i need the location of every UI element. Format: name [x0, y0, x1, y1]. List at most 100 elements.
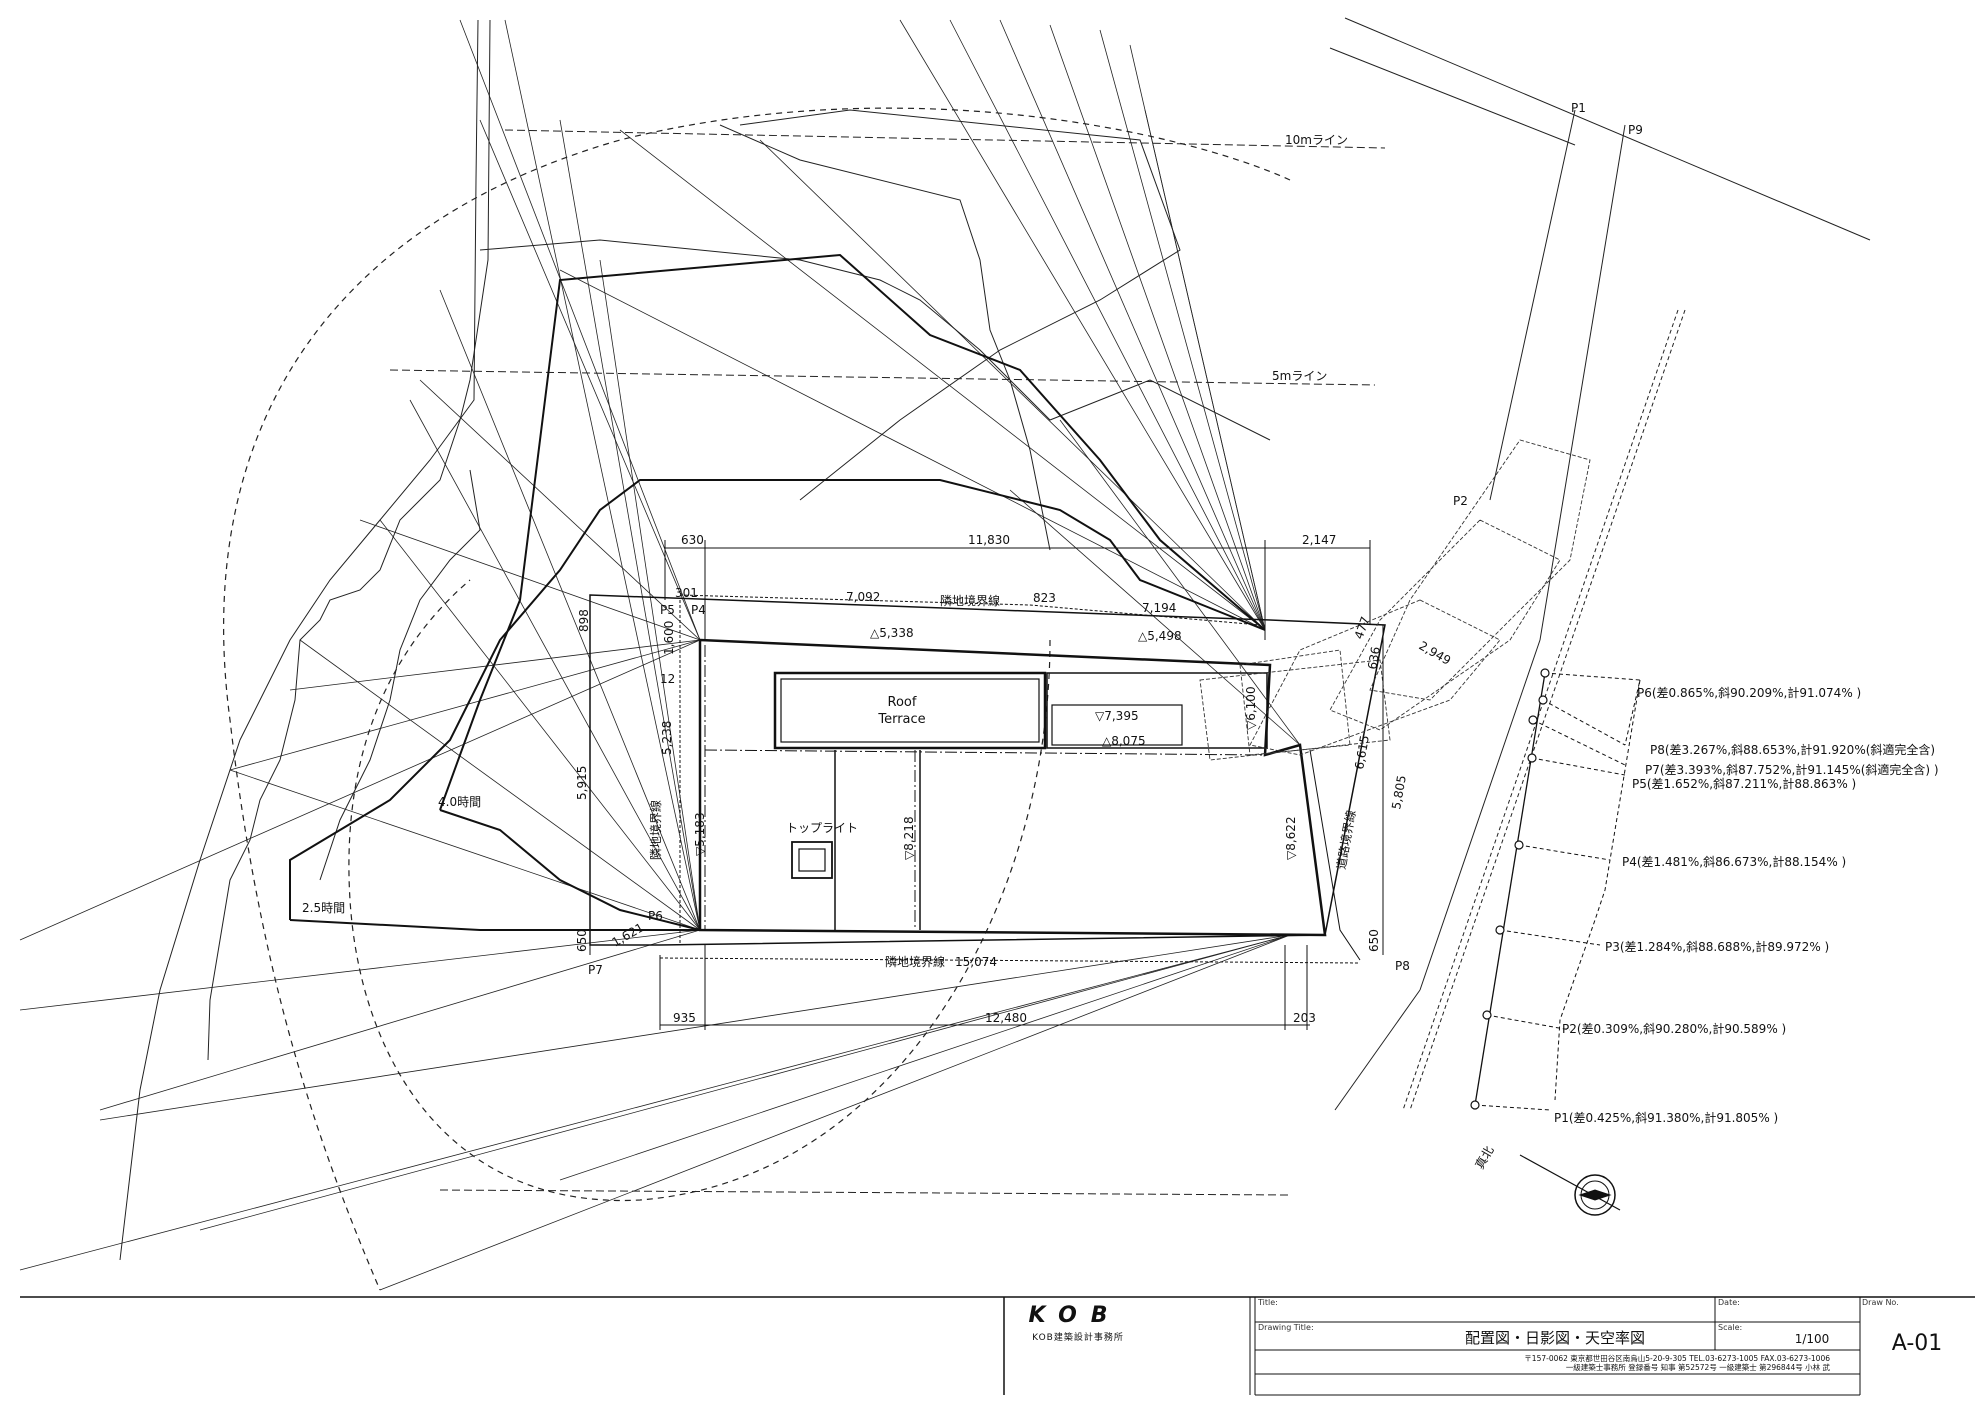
- sky-factor-labels: P6(差0.865%,斜90.209%,計91.074% ) P8(差3.267…: [1554, 685, 1939, 1125]
- sky-p8: P8(差3.267%,斜88.653%,計91.920%(斜適完全含): [1650, 742, 1935, 757]
- contour-outer-2: [739, 109, 1181, 501]
- dim-12480: 12,480: [985, 1011, 1027, 1025]
- dim-630: 630: [681, 533, 704, 547]
- contour-2-5h: [289, 479, 1266, 920]
- point-p1: P1: [1571, 101, 1586, 115]
- label-boundary-bottom: 隣地境界線: [885, 954, 945, 969]
- dim-1600: 1,600: [662, 621, 676, 655]
- dim-6615: 6,615: [1352, 734, 1372, 770]
- roof-terrace-outline: [773, 671, 1047, 750]
- road-edges: [1329, 17, 1871, 1111]
- dim-5805: 5,805: [1389, 774, 1409, 810]
- contour-stepped-1: [207, 19, 491, 1061]
- arc-outer: [223, 107, 1291, 1291]
- dim-5238: 5,238: [660, 721, 674, 755]
- label-roof-terrace-1: Roof: [888, 695, 917, 710]
- label-2-5h: 2.5時間: [302, 901, 345, 915]
- dim-898: 898: [577, 609, 591, 632]
- sky-factor-leaders: [1474, 672, 1641, 1111]
- label-boundary-road: 道路境界線: [1333, 809, 1358, 871]
- point-p8: P8: [1395, 959, 1410, 973]
- dim-935: 935: [673, 1011, 696, 1025]
- point-labels: P1 P9 P2 P5 P4 P6 P7 P8: [588, 101, 1643, 977]
- dim-823: 823: [1033, 591, 1056, 605]
- title-block: KOB KOB建築設計事務所 Title: Drawing Title: 配置図…: [20, 1296, 1975, 1396]
- dim-301: 301: [675, 586, 698, 600]
- label-toplight: トップライト: [786, 821, 858, 835]
- scale-label: Scale:: [1718, 1323, 1742, 1332]
- title-label: Title:: [1257, 1298, 1278, 1307]
- dim-477: 477: [1352, 615, 1373, 641]
- point-p6: P6: [648, 909, 663, 923]
- line-bottom-dashed: [439, 1189, 1291, 1196]
- dim-7395: ▽7,395: [1095, 709, 1139, 723]
- shadow-contours: [119, 19, 1271, 1261]
- dim-8075: △8,075: [1102, 734, 1146, 748]
- dimension-labels: 630 11,830 2,147 301 7,092 823 7,194 898…: [575, 533, 1453, 1025]
- drawing-title-label: Drawing Title:: [1258, 1323, 1314, 1332]
- dim-6100: ▽6,100: [1244, 686, 1258, 730]
- dim-2147: 2,147: [1302, 533, 1336, 547]
- dim-203: 203: [1293, 1011, 1316, 1025]
- line-10m: [504, 129, 1386, 149]
- label-roof-terrace-2: Terrace: [877, 712, 925, 727]
- point-p7: P7: [588, 963, 603, 977]
- point-p5: P5: [660, 603, 675, 617]
- contour-4h-outer: [439, 253, 1266, 811]
- contour-stepped-2: [719, 124, 1051, 551]
- address-line: 〒157-0062 東京都世田谷区南烏山5-20-9-305 TEL.03-62…: [1524, 1353, 1830, 1363]
- dim-8622: ▽8,622: [1284, 816, 1298, 860]
- dim-5498: △5,498: [1138, 629, 1182, 643]
- office-name: KOB建築設計事務所: [1032, 1331, 1124, 1343]
- label-10m-line: 10mライン: [1285, 133, 1348, 147]
- dim-650-right: 650: [1367, 929, 1381, 952]
- draw-no: A-01: [1892, 1331, 1943, 1356]
- toplight-outline: [791, 841, 833, 879]
- label-true-north: 真北: [1472, 1144, 1496, 1172]
- dim-2949: 2,949: [1417, 638, 1454, 667]
- draw-no-label: Draw No.: [1862, 1298, 1899, 1307]
- point-p2: P2: [1453, 494, 1468, 508]
- dim-5915: 5,915: [575, 766, 589, 800]
- dim-636: 636: [1365, 646, 1383, 671]
- sky-p2: P2(差0.309%,斜90.280%,計90.589% ): [1562, 1021, 1786, 1036]
- dim-650-left: 650: [575, 929, 589, 952]
- site-boundary: [589, 594, 1386, 964]
- sky-p7: P7(差3.393%,斜87.752%,計91.145%(斜適完全含) ): [1645, 762, 1939, 777]
- sky-p5: P5(差1.652%,斜87.211%,計88.863% ): [1632, 776, 1856, 791]
- site-outline: [589, 594, 1386, 946]
- contour-stepped-4: [479, 239, 1271, 441]
- sky-p3: P3(差1.284%,斜88.688%,計89.972% ): [1605, 939, 1829, 954]
- dim-5338: △5,338: [870, 626, 914, 640]
- building-outline: [698, 638, 1327, 937]
- dimension-lines: [589, 540, 1384, 1030]
- dim-11830: 11,830: [968, 533, 1010, 547]
- arc-inner: [348, 579, 1051, 1202]
- sky-p4: P4(差1.481%,斜86.673%,計88.154% ): [1622, 854, 1846, 869]
- car-silhouettes: [1199, 439, 1591, 761]
- dim-12: 12: [660, 672, 675, 686]
- sun-ray-lines: [19, 19, 1301, 1291]
- contour-outer: [119, 19, 479, 1261]
- label-5m-line: 5mライン: [1272, 369, 1327, 383]
- sky-factor-points: [1470, 668, 1550, 1110]
- dim-15074: 15,074: [955, 955, 997, 969]
- site-labels: 10mライン 5mライン 4.0時間 2.5時間 Roof Terrace トッ…: [302, 133, 1497, 1172]
- scale-value: 1/100: [1795, 1332, 1830, 1346]
- bold-shadow-contours: [289, 253, 1266, 931]
- point-p9: P9: [1628, 123, 1643, 137]
- north-arrow-icon: [1519, 1154, 1621, 1216]
- date-label: Date:: [1718, 1298, 1740, 1307]
- dim-5183: ▽5,183: [693, 812, 707, 856]
- kob-logo: KOB KOB建築設計事務所: [1028, 1303, 1124, 1343]
- sky-p1: P1(差0.425%,斜91.380%,計91.805% ): [1554, 1110, 1778, 1125]
- label-boundary-left: 隣地境界線: [648, 800, 663, 860]
- sky-factor-measure-line: [1474, 672, 1546, 1106]
- drawing-title: 配置図・日影図・天空率図: [1465, 1329, 1645, 1347]
- contour-4h: [289, 919, 700, 931]
- sky-p6: P6(差0.865%,斜90.209%,計91.074% ): [1637, 685, 1861, 700]
- shadow-arcs: [223, 107, 1291, 1291]
- dim-7092: 7,092: [846, 590, 880, 604]
- label-4h: 4.0時間: [438, 795, 481, 809]
